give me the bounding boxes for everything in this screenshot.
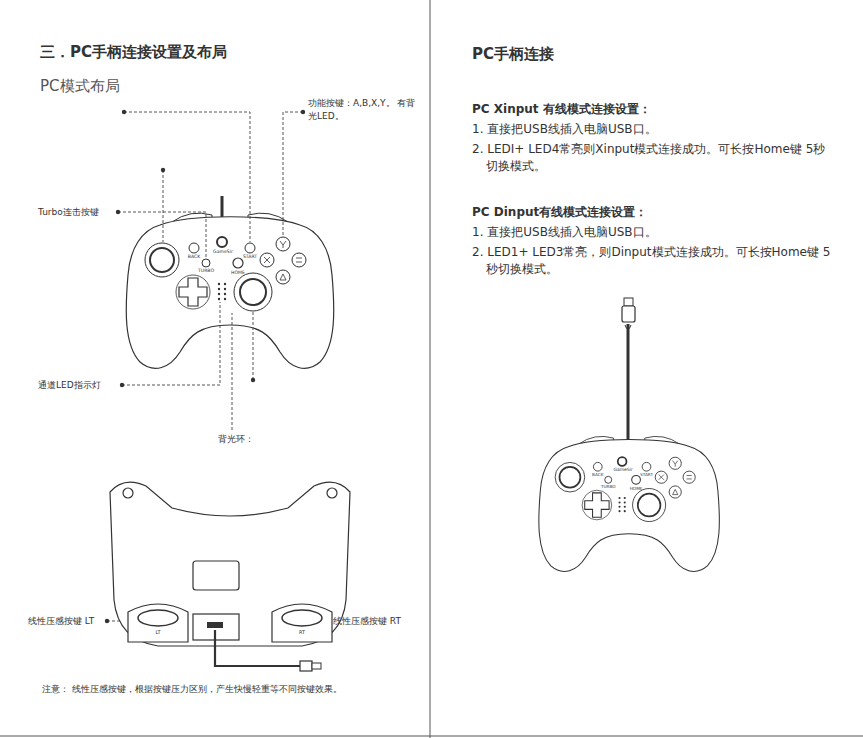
step-text: 1. 直接把USB线插入电脑USB口。: [472, 121, 657, 138]
button-label: TURBO: [198, 269, 214, 274]
battery-cover: [193, 561, 239, 590]
usb-plug-tip: [624, 298, 633, 306]
usb-plug: [300, 661, 312, 671]
button-label: BACK: [592, 472, 603, 476]
controller-front-right: [539, 436, 720, 571]
controller-back: [110, 482, 350, 671]
callout-label: 背光环：: [218, 433, 254, 446]
rt-surface: [282, 610, 322, 626]
usb-cable: [221, 196, 224, 219]
step-text: 1. 直接把USB线插入电脑USB口。: [472, 224, 657, 241]
button-label: HOME: [231, 271, 245, 276]
lt-surface: [138, 610, 178, 626]
brand-name: GameSir: [213, 250, 233, 255]
usb-connection: [622, 298, 635, 440]
button-label: START: [640, 472, 653, 476]
page-title: 三．PC手柄连接设置及布局: [40, 42, 227, 64]
usb-cable: [627, 324, 630, 440]
trigger-label: LT: [155, 630, 160, 635]
page-edge: [0, 736, 863, 737]
strap-hole: [327, 488, 337, 498]
section-heading: PC手柄连接: [472, 44, 554, 66]
step-text: 2. LED1+ LED3常亮，则Dinput模式连接成功。可长按Home键 5…: [472, 244, 836, 279]
button-label: BACK: [188, 255, 200, 260]
usb-plug-tip: [312, 663, 321, 669]
controller-front-left: [126, 213, 334, 368]
callout-label: Turbo连击按键: [38, 206, 99, 219]
trigger-label: RT: [299, 630, 305, 635]
rt-trigger: [272, 604, 332, 642]
strap-hole: [123, 488, 133, 498]
button-label: START: [243, 255, 257, 260]
button-label: TURBO: [601, 485, 616, 489]
callout-label: 线性压感按键 LT: [28, 615, 94, 628]
page-divider: [430, 0, 431, 738]
note-text: 注意： 线性压感按键，根据按键压力区别，产生快慢轻重等不同按键效果。: [42, 683, 342, 696]
lt-trigger: [128, 604, 188, 642]
button-label: HOME: [630, 486, 643, 490]
step-heading: PC Xinput 有线模式连接设置：: [472, 101, 651, 118]
usb-cable: [215, 630, 300, 666]
section-subheading: PC模式布局: [40, 76, 120, 98]
callout-label: 通道LED指示灯: [38, 379, 101, 392]
back-body: [110, 482, 350, 646]
step-heading: PC Dinput有线模式连接设置：: [472, 204, 647, 221]
usb-plug: [622, 306, 635, 322]
callout-label: 线性压感按键 RT: [333, 615, 401, 628]
step-text: 2. LEDI+ LED4常亮则Xinput模式连接成功。可长按Home键 5秒…: [472, 141, 836, 176]
brand-name: GameSir: [614, 468, 633, 472]
callout-label: 功能按键：A,B,X,Y。 有背光LED。: [308, 97, 418, 123]
usb-port: [207, 622, 223, 628]
